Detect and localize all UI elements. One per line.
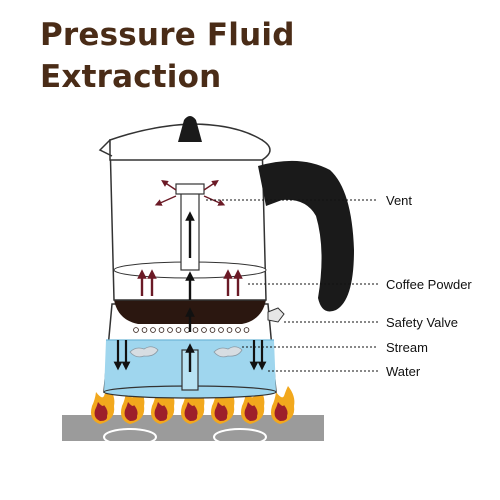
column-cap [175,183,205,195]
burner-ring-left [103,428,157,446]
title-line-2: Extraction [40,59,222,95]
filter-hole [158,327,165,333]
filter-hole [167,327,173,333]
vent-arrow [161,180,177,191]
label-vent: Vent [386,193,413,208]
lid-knob [178,116,202,142]
vent-arrows [154,180,226,206]
leader-lines [206,199,378,372]
filter-hole [209,327,216,333]
filter-hole [243,327,250,333]
label-coffee-powder: Coffee Powder [386,277,472,292]
filter-hole [235,327,241,333]
filter-hole [184,327,190,333]
filter-hole [192,327,199,333]
filter-hole [175,327,182,333]
filter-holes [133,327,250,333]
burner-ring-right [213,428,267,446]
spout [98,139,113,157]
vent-arrow [203,180,219,191]
flame-icon [91,386,115,424]
steam-cloud-left [129,346,159,358]
filter-hole [218,327,224,333]
label-stream: Stream [386,340,428,355]
filter-hole [226,327,233,333]
filter-hole [133,327,139,333]
flow-arrows [113,211,267,372]
filter-hole [201,327,207,333]
label-safety-valve: Safety Valve [386,315,459,330]
filter-hole [141,327,148,333]
safety-valve [267,307,285,323]
page-title: Pressure Fluid Extraction [40,14,295,98]
flame-icon [271,386,295,424]
pot-handle [258,160,354,312]
filter-hole [150,327,156,333]
vent-arrow [203,195,226,206]
steam-cloud-right [213,346,243,358]
title-line-1: Pressure Fluid [40,17,295,53]
label-water: Water [386,364,421,379]
vent-arrow [154,195,177,206]
